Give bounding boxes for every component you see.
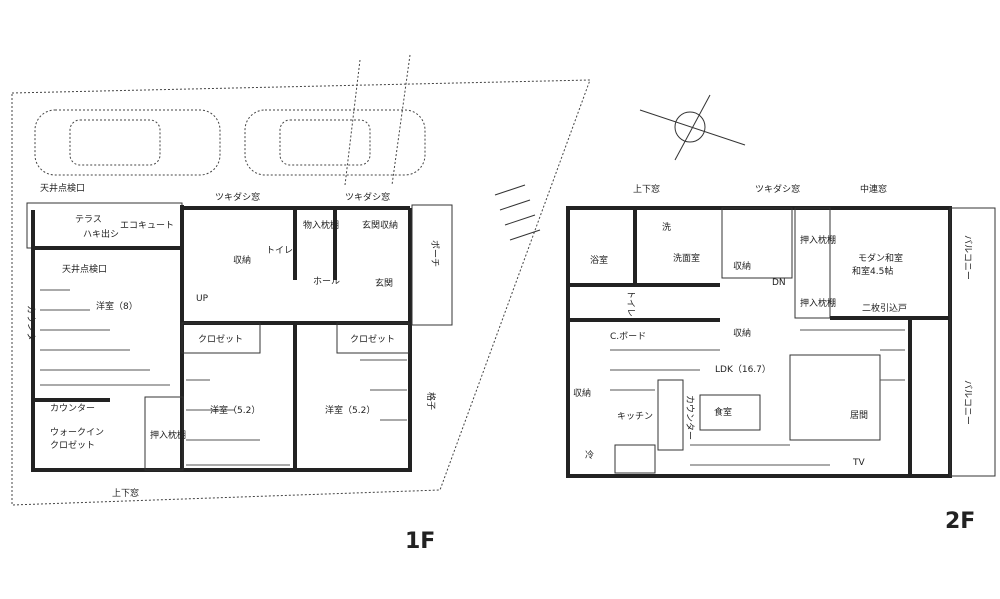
floor-title-1f: 1F	[405, 529, 435, 554]
label-counter-vertical: カウンター	[25, 305, 36, 350]
label-oshiire: 押入枕棚	[150, 429, 186, 441]
label-western-room-8: 洋室（8）	[96, 300, 138, 312]
label-sweep-out: ハキ出シ	[83, 228, 119, 240]
label-walkin-closet: クロゼット	[50, 439, 95, 451]
floor-hatching-1f	[40, 289, 407, 466]
label-window: 中連窓	[860, 183, 887, 195]
compass-icon	[639, 94, 746, 161]
floor-hatching-2f	[610, 329, 905, 466]
walls-2f	[566, 206, 996, 478]
label-window: ツキダシ窓	[215, 191, 260, 203]
label-counter-vertical: カウンター	[684, 395, 695, 440]
site-boundary	[11, 79, 591, 506]
label-walkin: ウォークイン	[50, 427, 104, 438]
label-entrance: 玄関	[375, 277, 393, 289]
label-ecocute: エコキュート	[120, 221, 174, 231]
label-porch: ポーチ	[429, 240, 440, 267]
parking-car-2	[244, 109, 426, 176]
label-ceiling-hatch: 天井点検口	[40, 182, 85, 194]
floor-title-2f: 2F	[945, 509, 975, 534]
label-terrace: テラス	[75, 214, 102, 225]
parking-car-1	[34, 109, 221, 176]
label-storage: 収納	[733, 327, 751, 339]
labels-2f: 上下窓 ツキダシ窓 中連窓 洗 浴室 洗面室 収納 DN 押入枕棚 モダン和室 …	[573, 183, 975, 534]
label-oshiire: 押入枕棚	[800, 234, 836, 246]
label-closet: クロゼット	[350, 333, 395, 345]
label-toilet-vertical: トイレ	[625, 290, 635, 317]
label-japanese-room-45: 和室4.5帖	[852, 265, 893, 277]
label-wash: 洗	[662, 221, 671, 233]
label-balcony: バルコニー	[962, 380, 973, 425]
label-window-bottom: 上下窓	[112, 487, 139, 499]
outdoor-steps	[494, 184, 541, 241]
label-c-board: C.ボード	[610, 331, 646, 342]
label-western-room-52: 洋室（5.2）	[210, 404, 260, 416]
label-closet: クロゼット	[198, 333, 243, 345]
label-closet-shelf: 物入枕棚	[303, 219, 339, 231]
label-tv: TV	[852, 458, 865, 468]
label-western-room-52: 洋室（5.2）	[325, 404, 375, 416]
label-window: ツキダシ窓	[345, 191, 390, 203]
label-window: 上下窓	[633, 183, 660, 195]
label-window: ツキダシ窓	[755, 183, 800, 195]
label-ceiling-hatch: 天井点検口	[62, 263, 107, 275]
label-living: 居間	[850, 410, 868, 421]
label-storage: 収納	[233, 254, 251, 266]
label-hall: ホール	[313, 276, 340, 287]
label-modern-japanese-room: モダン和室	[858, 252, 903, 264]
label-bath: 浴室	[590, 254, 608, 266]
label-entrance-storage: 玄関収納	[362, 219, 398, 231]
walls-1f	[26, 202, 453, 472]
label-ldk: LDK（16.7）	[715, 364, 771, 375]
label-counter: カウンター	[50, 403, 95, 414]
labels-1f: 天井点検口 ツキダシ窓 ツキダシ窓 テラス ハキ出シ エコキュート 天井点検口 …	[25, 182, 440, 554]
label-fridge: 冷	[585, 449, 594, 461]
label-lattice: 格子	[425, 392, 437, 410]
label-dining: 食室	[714, 406, 732, 418]
label-toilet: トイレ	[266, 246, 293, 256]
label-dn: DN	[772, 278, 786, 288]
label-washroom: 洗面室	[673, 252, 700, 264]
label-kitchen: キッチン	[617, 411, 653, 422]
label-storage: 収納	[733, 260, 751, 272]
label-up: UP	[196, 294, 209, 304]
label-sliding-door: 二枚引込戸	[862, 302, 907, 314]
label-storage: 収納	[573, 387, 591, 399]
label-balcony: バルコニー	[962, 235, 973, 280]
label-oshiire: 押入枕棚	[800, 297, 836, 309]
